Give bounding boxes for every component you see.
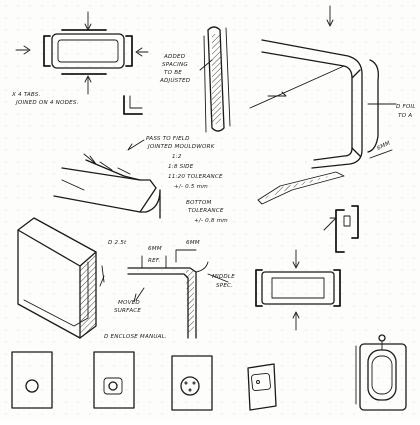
pass-to-field-note: PASS TO FIELD JOINTED MOULDWORK	[127, 136, 216, 151]
bent-channel-sketch	[249, 5, 397, 205]
note-x4-tabs-line-2: JOINED ON 4 NODES.	[15, 100, 79, 106]
note-enclose-manual: D ENCLOSE MANUAL.	[104, 334, 167, 340]
note-added-spacing-2: SPACING	[162, 62, 188, 68]
corner-detail-sketch	[123, 95, 143, 115]
note-ratio-1: 1:2	[172, 154, 182, 160]
hatched-box-sketch	[17, 217, 105, 339]
note-ratio-4: +/- 0.5 mm	[174, 184, 208, 190]
middle-spec-note: MIDDLE SPEC.	[212, 274, 235, 289]
tab-frame-sketch	[15, 11, 149, 95]
folded-sheet-sketch	[53, 153, 161, 219]
note-ornt-ref-2: REF.	[148, 258, 161, 264]
hatched-rail-sketch	[203, 26, 231, 133]
note-dim-6mm: 6MM	[148, 246, 162, 252]
moved-surface-note: MOVED SURFACE	[114, 300, 141, 314]
de-foil-note: D FOIL TO A	[396, 104, 416, 119]
note-moved-surface-1: MOVED	[118, 300, 140, 306]
thumb-round-button	[11, 351, 53, 409]
note-x4-tabs: X 4 TABS. JOINED ON 4 NODES.	[11, 92, 79, 106]
thumb-square-button	[93, 351, 135, 409]
note-ratio-2: 1:8 SIDE	[168, 164, 194, 170]
note-ornt-ref-1: 6MM	[186, 240, 200, 246]
framed-panel-sketch	[255, 249, 341, 331]
note-pass-to-field-1: PASS TO FIELD	[146, 136, 190, 142]
note-de-foil-2: TO A	[398, 113, 412, 119]
note-bottom-tol-2: TOLERANCE	[188, 208, 224, 214]
note-x4-tabs-line-1: X 4 TABS.	[11, 92, 41, 98]
bottom-tolerance-note: BOTTOM TOLERANCE +/- 0.8 mm	[186, 200, 228, 224]
dim-6mm-right-label: 6MM	[376, 141, 391, 152]
thumb-padlock	[355, 334, 407, 411]
thumb-key-switch	[247, 363, 277, 411]
note-de-foil-1: D FOIL	[396, 104, 416, 110]
section-detail-sketch	[127, 249, 229, 339]
ornt-ref-note: 6MM REF.	[148, 240, 200, 264]
note-dim-25: D 2.5t	[108, 240, 127, 246]
note-bottom-tol-3: +/- 0.8 mm	[194, 218, 228, 224]
enclose-manual-note: D ENCLOSE MANUAL.	[104, 334, 167, 340]
tab-bracket-sketch	[323, 205, 359, 253]
dim-25-note: D 2.5t	[108, 240, 127, 246]
dim-6mm-note: 6MM	[148, 246, 162, 252]
dim-6mm-right: 6MM	[369, 141, 393, 159]
note-added-spacing-1: ADDED	[163, 54, 186, 60]
note-middle-spec-2: SPEC.	[216, 283, 233, 289]
added-spacing-note: ADDED SPACING TO BE ADJUSTED	[159, 54, 213, 84]
note-bottom-tol-1: BOTTOM	[186, 200, 212, 206]
note-pass-to-field-2: JOINTED MOULDWORK	[147, 144, 216, 150]
note-middle-spec-1: MIDDLE	[212, 274, 235, 280]
note-added-spacing-4: ADJUSTED	[159, 78, 191, 84]
note-ratio-3: 11:20 TOLERANCE	[168, 174, 223, 180]
note-moved-surface-2: SURFACE	[114, 308, 141, 314]
ratios-note: 1:2 1:8 SIDE 11:20 TOLERANCE +/- 0.5 mm	[168, 154, 223, 190]
thumb-dial	[171, 355, 213, 411]
note-added-spacing-3: TO BE	[164, 70, 182, 76]
